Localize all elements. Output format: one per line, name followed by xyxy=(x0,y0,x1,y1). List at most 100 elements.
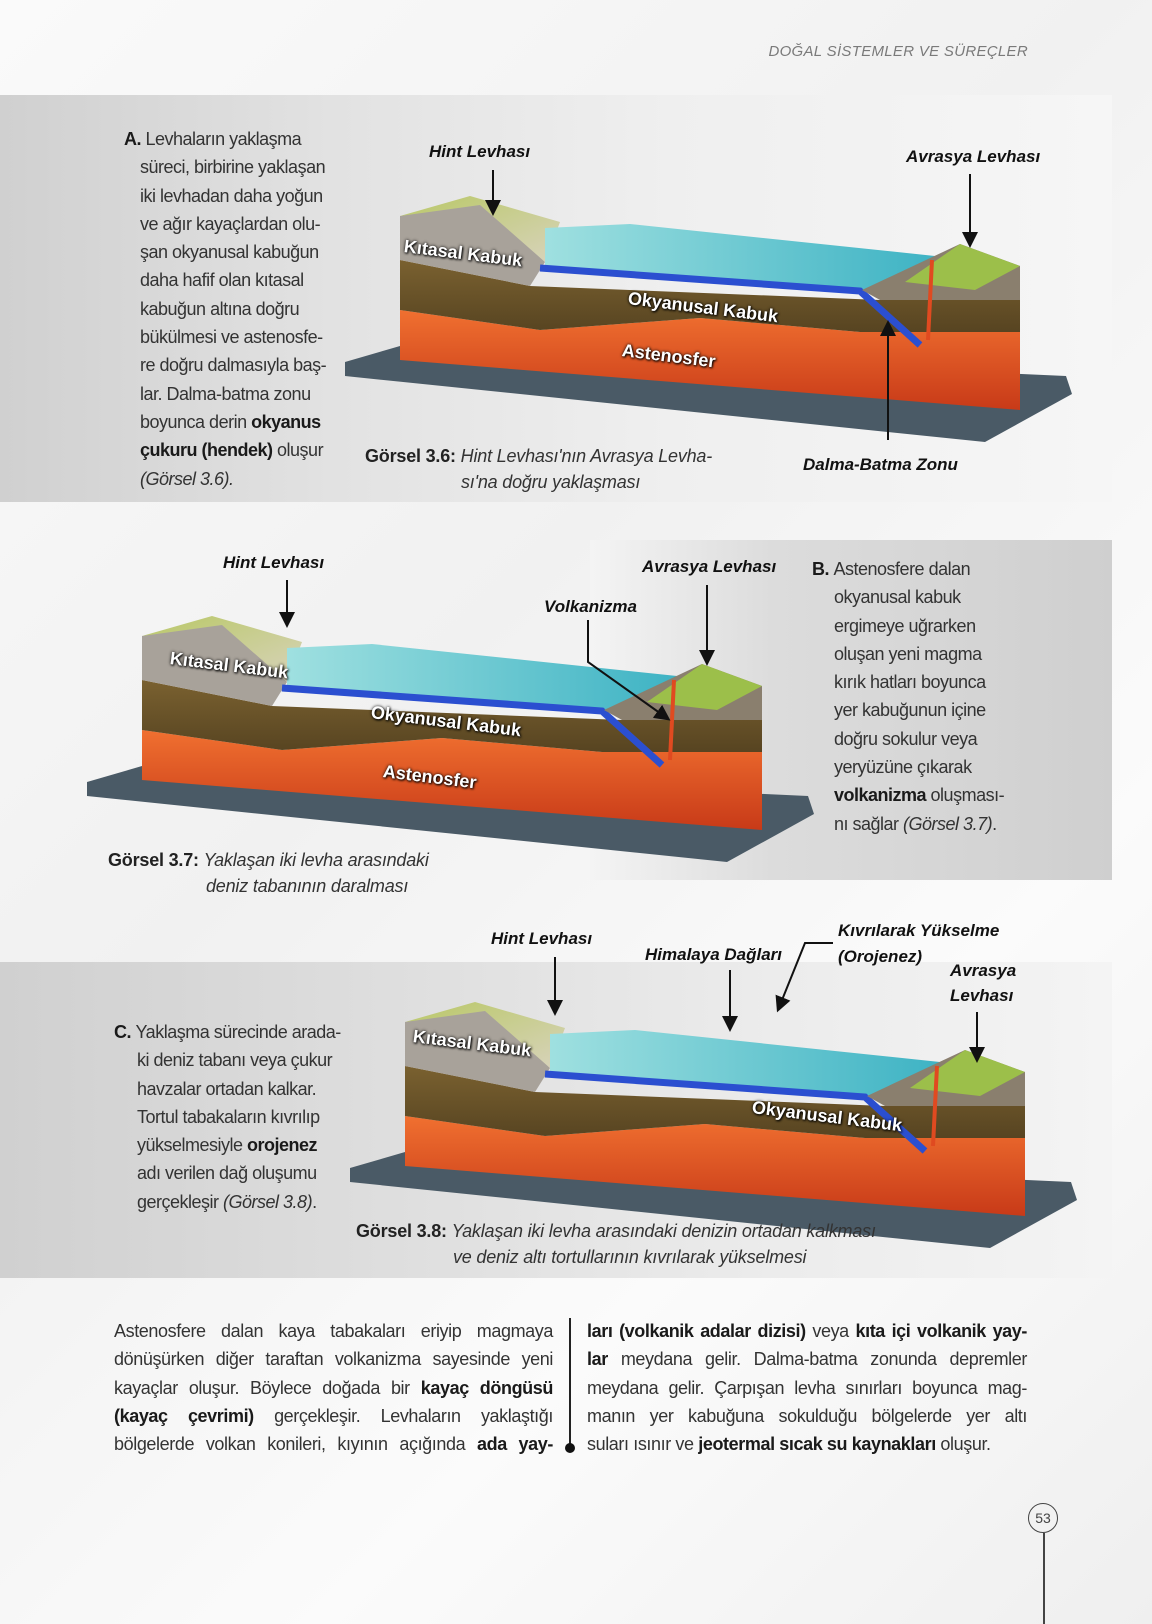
text-run: re doğru dalmasıyla baş- xyxy=(140,355,327,376)
body-text-left: Astenosfere dalan kaya tabakaları eriyip… xyxy=(114,1317,553,1458)
text-line: A. Levhaların yaklaşma xyxy=(124,125,326,153)
italic-text-run: (Görsel 3.7) xyxy=(903,813,993,834)
bold-text-run: jeotermal sıcak su kaynakları xyxy=(698,1434,936,1455)
caption-text-line2: deniz tabanının daralması xyxy=(206,876,409,896)
text-run: Levhaların yaklaşma xyxy=(145,129,302,149)
label-hint-levhasi: Hint Levhası xyxy=(429,142,531,161)
text-run: oluşur xyxy=(272,440,324,461)
text-line: daha hafif olan kıtasal xyxy=(124,266,326,294)
text-line: Astenosfere dalan kaya tabakaları eriyip… xyxy=(114,1317,553,1345)
text-line: ki deniz tabanı veya çukur xyxy=(114,1046,341,1074)
text-line: doğru sokulur veya xyxy=(812,725,1004,753)
bold-text-run: (kayaç çevrimi) xyxy=(114,1405,254,1426)
bold-text-run: ları (volkanik adalar dizisi) xyxy=(587,1321,806,1341)
text-line: kabuğun altına doğru xyxy=(124,295,326,323)
text-run: adı verilen dağ oluşumu xyxy=(137,1163,317,1184)
text-line: bölgelerde volkan konileri, kıyının açığ… xyxy=(114,1430,553,1458)
text-run: iki levhadan daha yoğun xyxy=(140,185,323,206)
figure-3-8-caption: Görsel 3.8: Yaklaşan iki levha arasındak… xyxy=(356,1221,876,1242)
italic-text-run: (Görsel 3.6). xyxy=(140,468,234,489)
chapter-header: DOĞAL SİSTEMLER VE SÜREÇLER xyxy=(768,43,1028,60)
text-line: manın yer kabuğuna sokulduğu bölgelerde … xyxy=(587,1402,1027,1430)
text-line: nı sağlar (Görsel 3.7). xyxy=(812,810,1004,838)
caption-label: Görsel 3.6: xyxy=(365,446,456,466)
text-line: çukuru (hendek) oluşur xyxy=(124,436,326,464)
text-line: bükülmesi ve astenosfe- xyxy=(124,323,326,351)
text-run: kırık hatları boyunca xyxy=(834,672,986,693)
text-line: ergimeye uğrarken xyxy=(812,612,1004,640)
label-orojenez: (Orojenez) xyxy=(838,947,923,966)
text-run: gerçekleşir. Levhaların yaklaştığı xyxy=(253,1405,553,1426)
text-run: nı sağlar xyxy=(834,813,904,834)
caption-text: Yaklaşan iki levha arasındaki denizin or… xyxy=(451,1221,876,1241)
text-line: yeryüzüne çıkarak xyxy=(812,753,1004,781)
label-avrasya-levhasi: Avrasya Levhası xyxy=(906,147,1041,166)
text-run: boyunca derin xyxy=(140,411,252,432)
label-volkanizma: Volkanizma xyxy=(544,597,637,616)
volkanizma-arrow xyxy=(587,620,671,721)
text-run: daha hafif olan kıtasal xyxy=(140,270,304,291)
bold-text-run: orojenez xyxy=(247,1135,318,1156)
text-line: B. Astenosfere dalan xyxy=(812,555,1004,583)
text-line: kayaçlar oluşur. Böylece doğada bir kaya… xyxy=(114,1374,553,1402)
bold-text-run: kayaç döngüsü xyxy=(420,1377,554,1398)
text-run: veya xyxy=(805,1321,856,1341)
text-run: havzalar ortadan kalkar. xyxy=(137,1078,317,1099)
text-line: C. Yaklaşma sürecinde arada- xyxy=(114,1018,341,1046)
text-run: yeryüzüne çıkarak xyxy=(834,757,972,778)
text-run: dönüşürken diğer taraftan volkanizma say… xyxy=(114,1349,553,1370)
section-c-text: C. Yaklaşma sürecinde arada-ki deniz tab… xyxy=(114,1018,341,1216)
text-line: boyunca derin okyanus xyxy=(124,408,326,436)
text-run: kabuğun altına doğru xyxy=(140,298,300,319)
text-run: Yaklaşma sürecinde arada- xyxy=(135,1022,342,1042)
page-number-line xyxy=(1043,1533,1045,1624)
italic-text-run: (Görsel 3.8) xyxy=(223,1191,313,1212)
text-run: oluşan yeni magma xyxy=(834,643,982,664)
text-run: süreci, birbirine yaklaşan xyxy=(140,157,326,178)
caption-text-line2: ve deniz altı tortullarının kıvrılarak y… xyxy=(453,1247,807,1267)
column-divider xyxy=(569,1318,571,1448)
section-b-text: B. Astenosfere dalan okyanusal kabuk ergim… xyxy=(812,555,1005,838)
text-line: yükselmesiyle orojenez xyxy=(114,1131,341,1159)
page-number: 53 xyxy=(1028,1503,1058,1533)
bold-text-run: ada yay- xyxy=(476,1434,553,1455)
text-line: okyanusal kabuk xyxy=(812,583,1004,611)
figure-3-7-caption: Görsel 3.7: Yaklaşan iki levha arasındak… xyxy=(108,850,429,871)
text-line: dönüşürken diğer taraftan volkanizma say… xyxy=(114,1345,553,1373)
text-line: iki levhadan daha yoğun xyxy=(124,182,326,210)
text-run: manın yer kabuğuna sokulduğu bölgelerde … xyxy=(587,1405,1027,1426)
text-line: volkanizma oluşması- xyxy=(812,781,1005,809)
caption-label: Görsel 3.8: xyxy=(356,1221,447,1241)
text-run: . xyxy=(992,813,997,834)
text-line: adı verilen dağ oluşumu xyxy=(114,1159,341,1187)
text-run: yer kabuğunun içine xyxy=(834,700,986,721)
bold-text-run: kıta içi volkanik yay- xyxy=(855,1321,1027,1341)
text-run: ki deniz tabanı veya çukur xyxy=(137,1050,333,1071)
text-line: suları ısınır ve jeotermal sıcak su kayn… xyxy=(587,1430,1027,1458)
text-run: kayaçlar oluşur. Böylece doğada bir xyxy=(114,1377,421,1398)
bold-text-run: A. xyxy=(124,129,146,149)
text-line: oluşan yeni magma xyxy=(812,640,1004,668)
bold-text-run: B. xyxy=(812,559,834,579)
label-dalma-batma-zonu: Dalma-Batma Zonu xyxy=(803,455,958,474)
text-line: şan okyanusal kabuğun xyxy=(124,238,326,266)
label-hint-levhasi: Hint Levhası xyxy=(223,553,325,572)
text-line: (Görsel 3.6). xyxy=(124,465,326,493)
text-run: . xyxy=(312,1191,317,1212)
text-run: Astenosfere dalan xyxy=(833,559,971,579)
bold-text-run: C. xyxy=(114,1022,136,1042)
text-line: havzalar ortadan kalkar. xyxy=(114,1075,341,1103)
caption-text-line2: sı'na doğru yaklaşması xyxy=(461,472,641,492)
text-run: okyanusal kabuk xyxy=(834,587,961,608)
text-run: meydana gelir. Dalma-batma zonunda depre… xyxy=(607,1349,1028,1370)
text-run: yükselmesiyle xyxy=(137,1135,248,1156)
text-run: gerçekleşir xyxy=(137,1191,224,1212)
bold-text-run: lar xyxy=(587,1349,608,1370)
text-run: oluşur. xyxy=(935,1434,991,1455)
bold-text-run: çukuru (hendek) xyxy=(140,440,273,461)
column-divider-dot xyxy=(565,1443,575,1453)
text-line: re doğru dalmasıyla baş- xyxy=(124,351,327,379)
text-line: (kayaç çevrimi) gerçekleşir. Levhaların … xyxy=(114,1402,553,1430)
text-line: lar meydana gelir. Dalma-batma zonunda d… xyxy=(587,1345,1027,1373)
